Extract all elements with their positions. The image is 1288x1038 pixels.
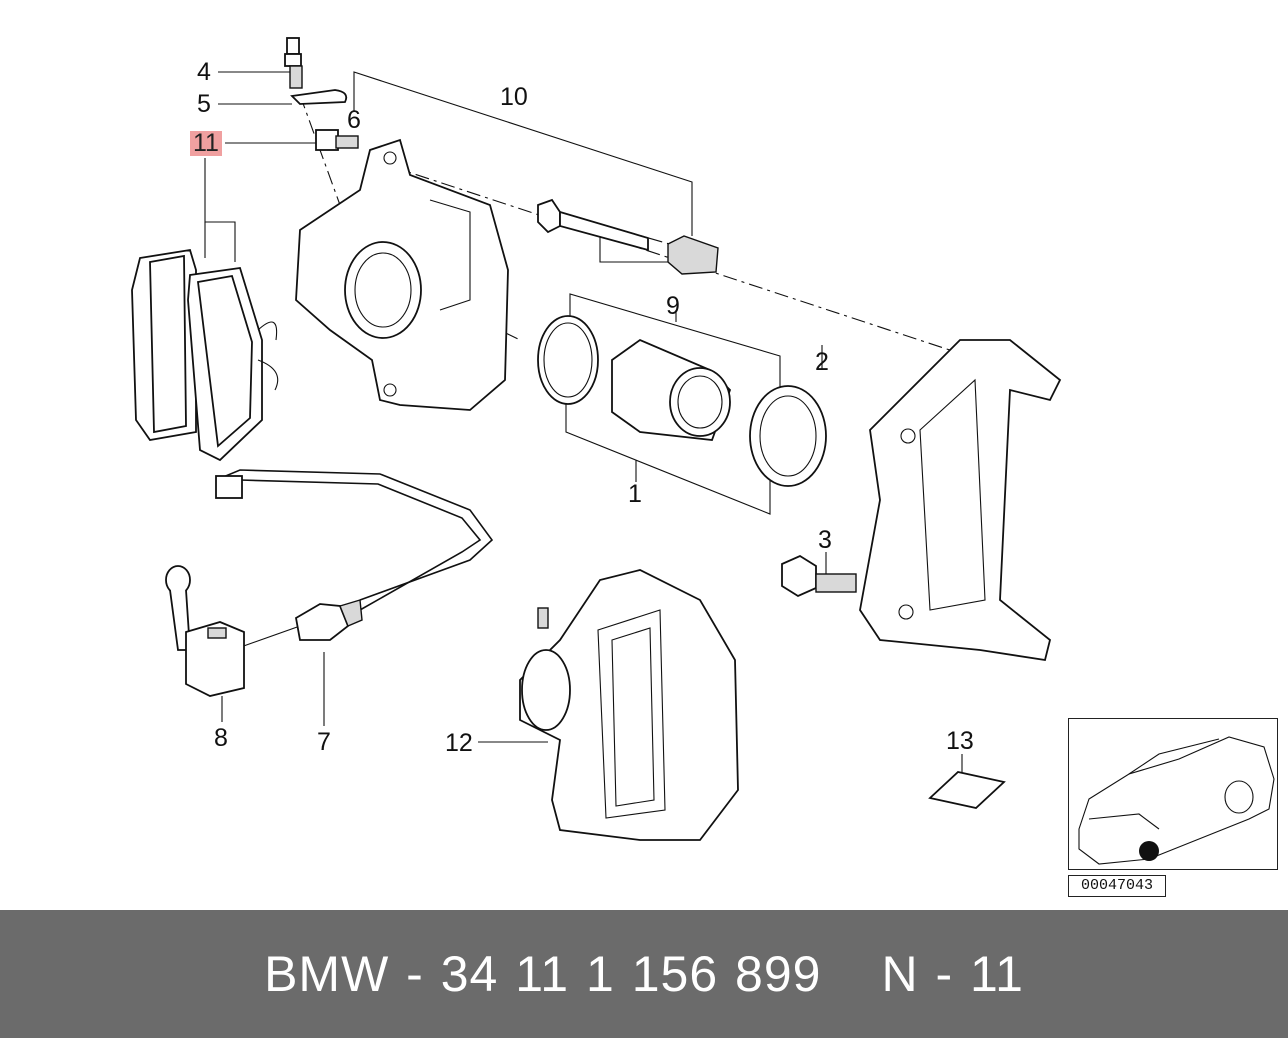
callout-1: 1 — [628, 480, 642, 508]
bleeder-screw — [284, 37, 303, 89]
vehicle-reference-inset — [1068, 718, 1278, 870]
carrier-bolt — [781, 554, 857, 598]
callout-7: 7 — [317, 728, 331, 756]
callout-6: 6 — [347, 106, 361, 134]
grease-packet — [928, 771, 1006, 809]
callout-3: 3 — [818, 526, 832, 554]
callout-10: 10 — [500, 83, 528, 111]
assembled-caliper — [519, 569, 739, 841]
callout-13: 13 — [946, 727, 974, 755]
callout-12: 12 — [445, 729, 473, 757]
footer-text: BMW - 34 11 1 156 899 N - 11 — [0, 910, 1288, 1038]
piston-assembly — [537, 315, 827, 487]
callout-9: 9 — [666, 292, 680, 320]
brake-pads — [131, 248, 279, 462]
car-outline-icon — [1078, 736, 1275, 865]
guide-pin — [537, 198, 719, 275]
caliper-housing — [295, 138, 509, 411]
wear-sensor-wire — [215, 469, 494, 641]
callout-4: 4 — [197, 58, 211, 86]
bleeder-cap — [290, 89, 348, 105]
reference-code: 00047043 — [1068, 875, 1166, 897]
callout-5: 5 — [197, 90, 211, 118]
guide-bolt — [315, 129, 359, 151]
brake-caliper-exploded-diagram — [131, 37, 1062, 841]
part-number: BMW - 34 11 1 156 899 — [264, 946, 822, 1002]
leader-lines — [204, 71, 963, 772]
callout-11-highlighted: 11 — [190, 131, 222, 156]
diagram-position: N - 11 — [881, 946, 1024, 1002]
caliper-carrier — [859, 339, 1062, 662]
callout-2: 2 — [815, 348, 829, 376]
footer-bar: BMW - 34 11 1 156 899 N - 11 — [0, 910, 1288, 1038]
sensor-clip — [165, 565, 245, 697]
callout-8: 8 — [214, 724, 228, 752]
